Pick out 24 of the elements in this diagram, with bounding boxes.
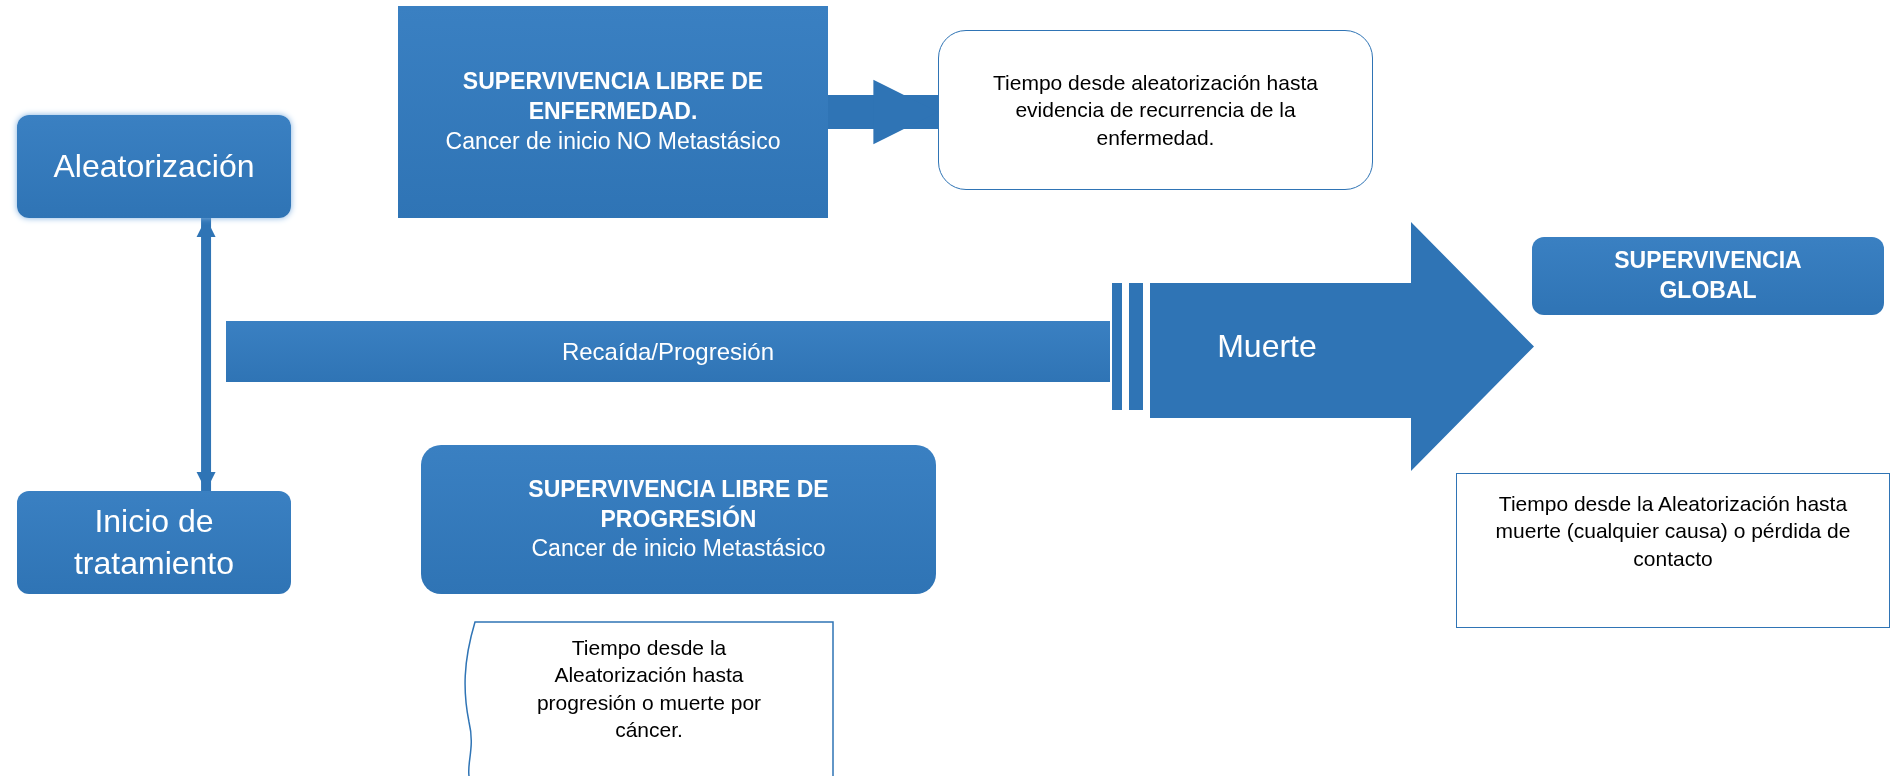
description-box [1456, 473, 1890, 628]
heading-text: SUPERVIVENCIA LIBRE DE PROGRESIÓN [527, 474, 830, 534]
process-box [226, 321, 1110, 382]
process-box [1532, 237, 1884, 315]
process-box [421, 445, 936, 594]
body-text: Aleatorización [53, 146, 255, 186]
body-text: Inicio de tratamiento [72, 501, 236, 583]
heading-text: SUPERVIVENCIA GLOBAL [1613, 246, 1803, 305]
document-box [465, 622, 833, 776]
arrow [828, 79, 938, 145]
block-arrow [1150, 222, 1534, 471]
body-text: Cancer de inicio NO Metastásico [445, 126, 781, 156]
body-text: Muerte [1217, 326, 1317, 366]
arrow [196, 218, 216, 491]
heading-text: SUPERVIVENCIA LIBRE DE ENFERMEDAD. [461, 67, 765, 127]
body-text: Tiempo desde la Aleatorización hasta muerte (cualquier causa) o pérdida de contacto [1494, 491, 1852, 572]
process-box [17, 491, 291, 594]
process-box [17, 115, 291, 218]
description-box [938, 30, 1373, 190]
process-box [398, 6, 828, 218]
body-text: Tiempo desde la Aleatorización hasta progresión o muerte por cáncer. [535, 635, 763, 743]
body-text: Tiempo desde aleatorización hasta evidencia de recurrencia de la enfermedad. [992, 70, 1319, 151]
body-text: Recaída/Progresión [561, 336, 775, 367]
body-text: Cancer de inicio Metastásico [531, 534, 826, 564]
